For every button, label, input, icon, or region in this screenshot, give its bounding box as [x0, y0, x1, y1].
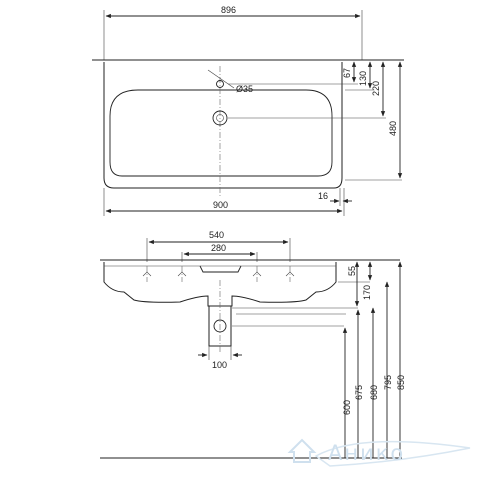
house-icon [287, 438, 317, 463]
dim-540-label: 540 [209, 230, 224, 240]
tap-hole-marks [142, 266, 295, 282]
dim-220-label: 220 [371, 81, 381, 96]
watermark: Анико [287, 438, 471, 467]
height-795-label: 795 [383, 375, 393, 390]
dim-55-label: 55 [347, 266, 357, 276]
basin-top-outline [103, 62, 343, 189]
dim-280-label: 280 [211, 243, 226, 253]
dim-100-label: 100 [212, 360, 227, 370]
height-675-label: 675 [354, 385, 364, 400]
tap-deck [199, 265, 242, 273]
height-600-label: 600 [342, 400, 352, 415]
tap-hole-icon [216, 80, 224, 88]
height-850-label: 850 [396, 375, 406, 390]
dim-16-label: 16 [318, 191, 328, 201]
dim-170-label: 170 [362, 285, 372, 300]
dim-480-label: 480 [388, 121, 398, 136]
dim-900-label: 900 [213, 200, 228, 210]
drain-hole-icon [212, 110, 228, 126]
hole-diameter-label: Ø35 [236, 84, 253, 94]
top-view: 896 Ø35 67 130 220 480 16 [92, 5, 404, 216]
height-680-label: 680 [369, 385, 379, 400]
basin-bowl-outline [109, 89, 333, 177]
front-view: 540 280 [100, 230, 406, 459]
dim-130-label: 130 [358, 71, 368, 86]
dim-67-label: 67 [342, 68, 352, 78]
watermark-text: Анико [328, 441, 405, 465]
dim-896-label: 896 [221, 5, 236, 15]
